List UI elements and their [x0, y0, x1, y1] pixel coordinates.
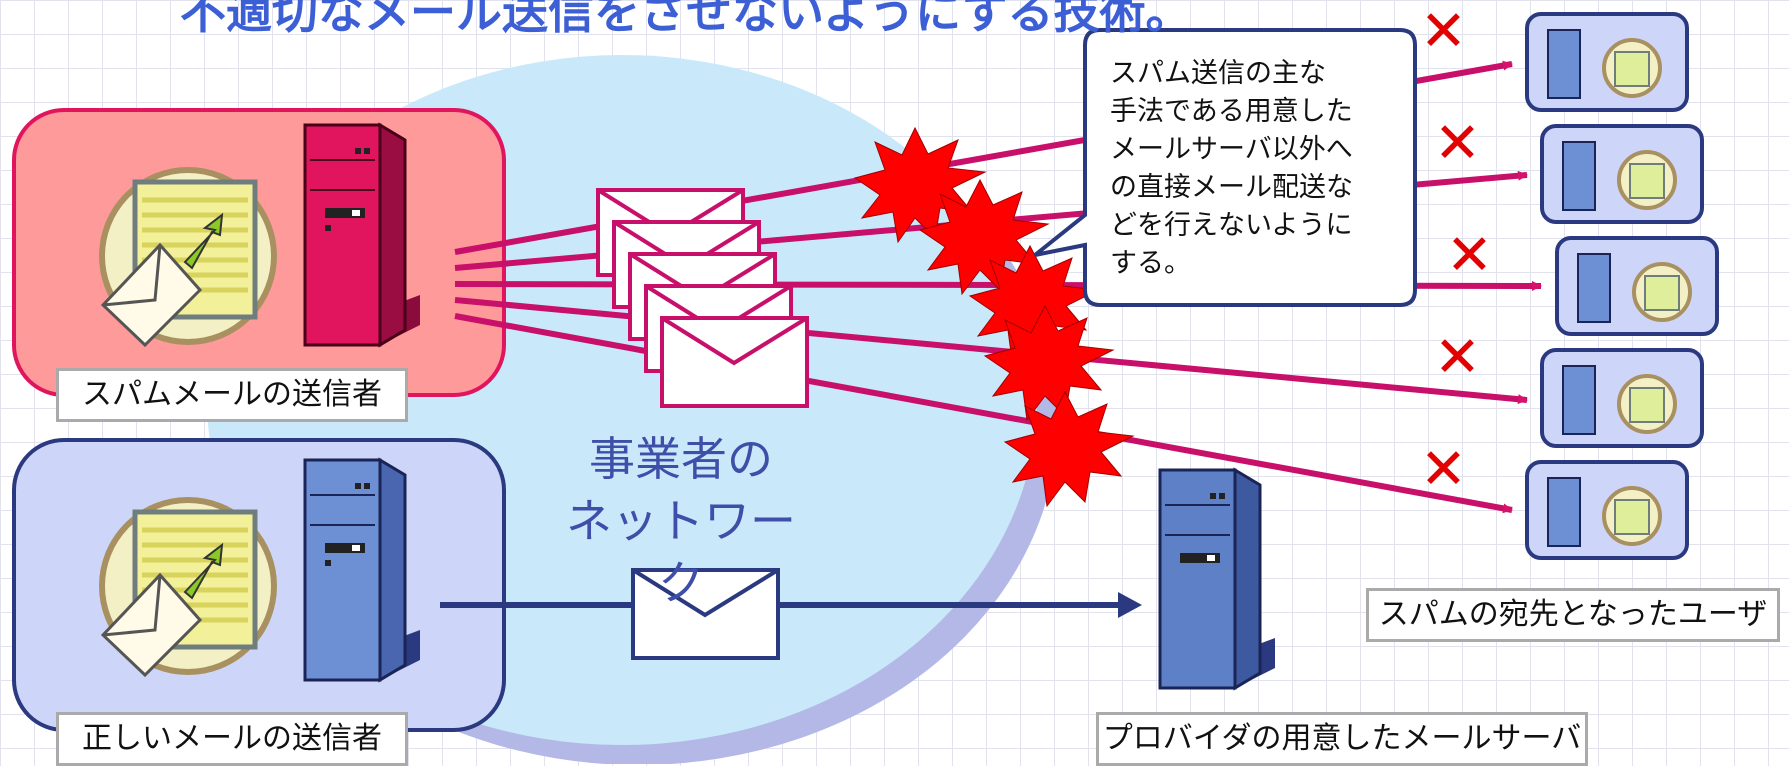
callout-line: 手法である用意した: [1110, 96, 1353, 127]
page-title: 不適切なメール送信をさせないようにする技術。: [180, 0, 1192, 39]
blocked-x-icon-5: ✕: [1420, 437, 1467, 502]
callout-line: どを行えないように: [1110, 210, 1353, 241]
network-label: 事業者の ネットワーク: [556, 428, 806, 614]
legit-envelope-icon: [631, 568, 780, 660]
provider-server-icon: [1158, 467, 1275, 691]
callout-line: の直接メール配送な: [1110, 172, 1353, 203]
spam-server-icon: [303, 122, 420, 348]
legit-sender-label: 正しいメールの送信者: [56, 712, 408, 766]
recipient-box-2: [1540, 124, 1704, 224]
spam-route-line-5: [454, 313, 1513, 514]
blocked-x-icon-3: ✕: [1446, 223, 1493, 288]
recipient-box-4: [1540, 348, 1704, 448]
provider-server-label: プロバイダの用意したメールサーバ: [1096, 712, 1588, 766]
legit-route-arrowhead: [1118, 592, 1142, 618]
spam-envelope-stack: [596, 188, 809, 408]
recipient-box-1: [1525, 12, 1689, 112]
callout-line: メールサーバ以外へ: [1110, 134, 1353, 165]
explosion-block-icon-1: [853, 126, 987, 244]
callout-line: スパム送信の主な: [1110, 58, 1326, 89]
callout-bubble: [1033, 28, 1417, 307]
recipient-group: [1525, 12, 1719, 560]
legit-mail-app-icon: [99, 497, 277, 678]
callout-line: する。: [1110, 248, 1191, 279]
blocked-x-icon-2: ✕: [1434, 111, 1481, 176]
legit-server-icon: [303, 457, 420, 683]
spam-sender-label: スパムメールの送信者: [56, 368, 408, 422]
callout-text: スパム送信の主な 手法である用意した メールサーバ以外へ の直接メール配送な ど…: [1110, 55, 1410, 283]
explosion-block-icon-5: [1003, 390, 1135, 508]
recipient-box-3: [1555, 236, 1719, 336]
blocked-x-icon-4: ✕: [1434, 325, 1481, 390]
network-label-line-1: 事業者の: [589, 432, 773, 486]
recipient-box-5: [1525, 460, 1689, 560]
explosion-block-icon-4: [983, 304, 1115, 422]
blocked-x-icon-1: ✕: [1420, 0, 1467, 64]
spam-mail-app-icon: [99, 167, 277, 348]
network-label-line-2: ネットワーク: [566, 494, 796, 610]
recipients-label: スパムの宛先となったユーザ: [1366, 588, 1780, 642]
explosion-block-icon-2: [918, 178, 1050, 296]
